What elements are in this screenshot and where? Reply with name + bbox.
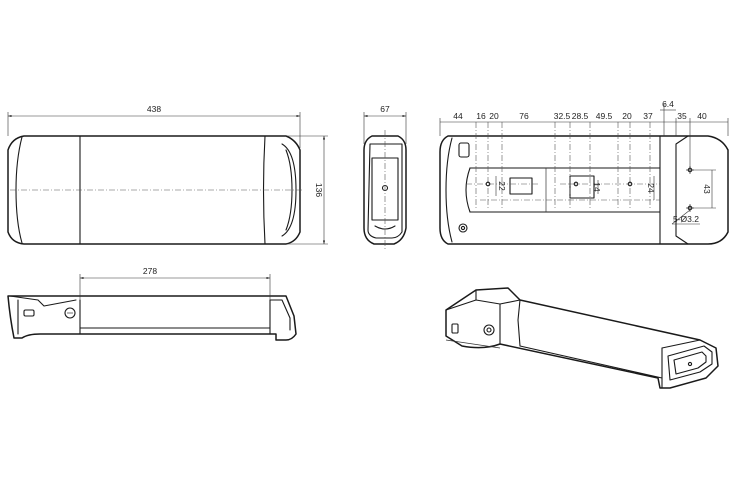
- bottom-view-rail-end: [465, 167, 471, 213]
- bottom-view-slot: [458, 142, 470, 158]
- iso-lens: [667, 345, 713, 381]
- iso-rear-top: [661, 339, 701, 349]
- dim-cover-length: 278: [143, 266, 157, 276]
- top-view: 438 136: [7, 104, 328, 245]
- bottom-view-holes: [485, 166, 694, 212]
- end-view-face: [367, 143, 403, 239]
- bottom-view-dim-chain: [439, 104, 729, 168]
- dim-height: 136: [314, 183, 324, 197]
- side-view: 278: [7, 266, 297, 341]
- hole-3: [627, 181, 633, 187]
- bottom-view-hidden-lines: [466, 122, 660, 210]
- top-dim-label: 20: [489, 111, 499, 121]
- dim-22: 22: [497, 181, 507, 191]
- top-view-lens: [285, 149, 293, 231]
- iso-bottom-edge: [519, 345, 663, 379]
- iso-base-line: [445, 339, 501, 349]
- side-view-slot: [23, 309, 35, 317]
- dim-24: 24: [646, 183, 656, 193]
- hole-note: 5-Ø3.2: [673, 214, 699, 224]
- bottom-view-connector: [509, 177, 533, 195]
- iso-lock: [483, 324, 495, 336]
- side-view-top-edge: [9, 295, 77, 307]
- top-dim-label: 6.4: [662, 99, 674, 109]
- side-view-lock: [64, 307, 76, 319]
- hole-note-leader: [671, 209, 691, 225]
- iso-slot: [451, 323, 459, 334]
- top-dim-label: 35: [677, 111, 687, 121]
- bottom-view-left-cap: [445, 137, 453, 243]
- isometric-view: [445, 287, 719, 389]
- top-dim-label: 16: [476, 111, 486, 121]
- iso-edge-2: [499, 299, 521, 305]
- end-view: 67: [363, 104, 407, 250]
- iso-lens-inner: [673, 351, 707, 375]
- side-view-outline: [7, 295, 297, 341]
- hole-2: [573, 181, 579, 187]
- dim-43: 43: [702, 184, 712, 194]
- end-view-panel: [371, 157, 399, 221]
- top-dim-label: 28.5: [572, 111, 589, 121]
- bottom-view-right-cap: [675, 135, 689, 245]
- bottom-view-lock-core: [460, 225, 466, 231]
- top-dim-label: 37: [643, 111, 653, 121]
- top-dim-label: 49.5: [596, 111, 613, 121]
- dim-14: 14: [592, 182, 602, 192]
- top-dim-label: 76: [519, 111, 529, 121]
- top-dim-label: 44: [453, 111, 463, 121]
- dim-end-width: 67: [380, 104, 390, 114]
- bottom-view-outline: [439, 135, 729, 245]
- iso-lock-core: [486, 327, 492, 333]
- top-dim-label: 40: [697, 111, 707, 121]
- iso-outline: [445, 287, 719, 389]
- iso-lens-dot: [687, 361, 693, 367]
- end-view-outline: [363, 135, 407, 245]
- hole-1: [485, 181, 491, 187]
- bottom-view-lock: [458, 223, 468, 233]
- iso-edge-3: [517, 299, 521, 347]
- dim-overall-length: 438: [147, 104, 161, 114]
- top-dim-label: 32.5: [554, 111, 571, 121]
- bottom-view-plate: [569, 175, 595, 199]
- top-dim-label: 20: [622, 111, 632, 121]
- side-view-rear-cap: [269, 299, 291, 331]
- iso-front-cap: [445, 299, 501, 345]
